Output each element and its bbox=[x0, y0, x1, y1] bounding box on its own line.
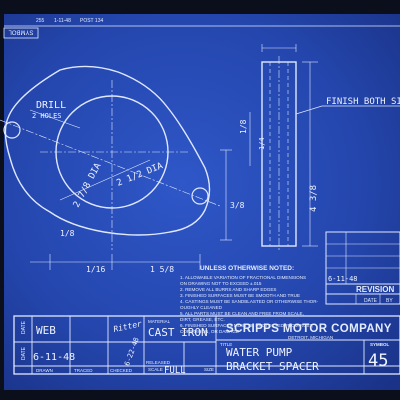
general-notes: UNLESS OTHERWISE NOTED: 1. ALLOWABLE VAR… bbox=[180, 265, 319, 334]
drawn-date: 6-11-48 bbox=[33, 352, 75, 363]
note-line: 3. FINISHED SURFACES MUST BE SMOOTH AND … bbox=[180, 293, 300, 298]
date-label: DATE bbox=[21, 346, 27, 360]
drill-note-sub: 2 HOLES bbox=[32, 112, 62, 120]
size-label: SIZE bbox=[204, 367, 214, 372]
revision-date: 6-11-48 bbox=[328, 275, 358, 283]
symbol-label: SYMBOL bbox=[370, 342, 390, 347]
bolt-hole-right bbox=[191, 187, 209, 205]
company-city: DETROIT, MICHIGAN bbox=[288, 335, 333, 340]
dim-thickness: 1/8 bbox=[239, 119, 248, 134]
note-line: 2. REMOVE ALL BURRS AND SHARP EDGES bbox=[180, 287, 277, 292]
flange-outline bbox=[4, 65, 211, 236]
plan-view: 1/16 1 5/8 1/8 3/8 bbox=[0, 65, 245, 274]
label-traced: TRACED bbox=[74, 368, 93, 373]
svg-text:1 5/8: 1 5/8 bbox=[150, 265, 174, 274]
note-line: 5. ALL PARTS MUST BE CLEAN AND FREE FROM… bbox=[180, 311, 304, 316]
part-title-line2: BRACKET SPACER bbox=[226, 360, 319, 373]
note-line: 1. ALLOWABLE VARIATION OF FRACTIONAL DIM… bbox=[180, 275, 306, 280]
date-label: DATE bbox=[21, 320, 27, 334]
company-name: SCRIPPS MOTOR COMPANY bbox=[226, 323, 392, 335]
title-block bbox=[13, 315, 400, 375]
title-label: TITLE bbox=[220, 342, 232, 347]
material-label: MATERIAL bbox=[148, 319, 171, 324]
svg-text:1/16: 1/16 bbox=[86, 265, 105, 274]
drill-note: DRILL bbox=[36, 100, 66, 111]
header-date: 1-11-48 bbox=[54, 18, 71, 24]
note-line: 4. CASTINGS MUST BE SANDBLASTED OR OTHER… bbox=[180, 299, 319, 304]
dim-height: 4 3/8 bbox=[309, 185, 319, 212]
note-line: ON DRAWING NOT TO EXCEED ±.015 bbox=[180, 281, 262, 286]
note-line: CORROSION, OR DAMAGE bbox=[180, 329, 239, 334]
dim-side: 1/4 bbox=[258, 137, 266, 150]
note-line: OUGHLY CLEANED bbox=[180, 305, 223, 310]
symbol-value: 45 bbox=[368, 351, 388, 371]
notes-heading: UNLESS OTHERWISE NOTED: bbox=[200, 265, 294, 272]
revision-col-by: BY bbox=[386, 298, 393, 304]
note-line: DIRT, GREASE, ETC. bbox=[180, 317, 225, 322]
label-checked: CHECKED bbox=[110, 368, 133, 373]
header-stamp: POST 134 bbox=[80, 18, 103, 24]
drawn-initials: WEB bbox=[36, 324, 56, 337]
material-value: CAST IRON bbox=[148, 326, 208, 339]
side-view bbox=[249, 44, 400, 252]
label-released: RELEASED bbox=[146, 360, 171, 365]
note-line: 6. FINISHED SURFACES MUST BE PROTECTED F… bbox=[180, 323, 313, 328]
svg-text:1/8: 1/8 bbox=[60, 229, 75, 238]
bolt-hole-left bbox=[3, 121, 21, 139]
revision-title: REVISION bbox=[356, 285, 394, 294]
header-ref: 255 bbox=[36, 18, 45, 24]
header-symbol-box bbox=[3, 27, 39, 39]
part-title-line1: WATER PUMP bbox=[226, 346, 293, 359]
label-drawn: DRAWN bbox=[36, 368, 53, 373]
scale-label: SCALE bbox=[148, 367, 163, 372]
scale-value: FULL bbox=[164, 366, 186, 376]
revision-block bbox=[325, 231, 400, 305]
svg-text:3/8: 3/8 bbox=[230, 201, 245, 210]
header-side-label: SYMBOL bbox=[8, 29, 34, 35]
finish-note: FINISH BOTH SIDES bbox=[326, 97, 400, 107]
revision-col-date: DATE bbox=[364, 298, 378, 304]
